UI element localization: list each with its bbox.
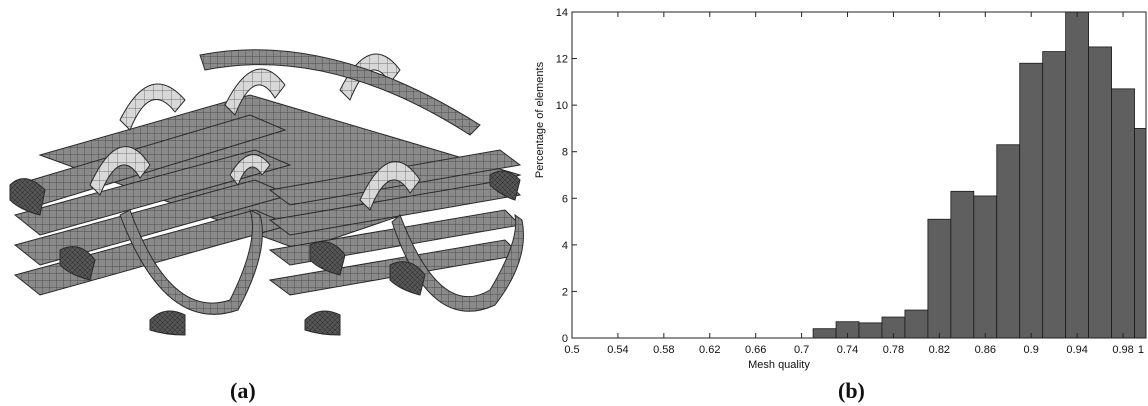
x-tick-label: 0.9 [1024, 344, 1039, 356]
y-tick-label: 4 [562, 240, 568, 252]
x-tick-label: 0.78 [883, 344, 904, 356]
x-tick-label: 0.66 [745, 344, 766, 356]
histogram-bar [1065, 11, 1090, 339]
x-tick-label: 0.54 [607, 344, 628, 356]
y-axis-label: Percentage of elements [534, 61, 546, 178]
plot-frame [571, 11, 1147, 339]
x-tick-label: 0.62 [699, 344, 720, 356]
histogram-bar [996, 144, 1021, 339]
panel-a-caption: (a) [230, 378, 256, 403]
y-tick-label: 8 [562, 147, 568, 159]
histogram-bar [858, 322, 883, 339]
woven-fabric-mesh-illustration [9, 49, 524, 336]
x-axis-label: Mesh quality [748, 359, 810, 371]
y-tick-label: 10 [556, 100, 568, 112]
panel-b-caption: (b) [838, 378, 865, 403]
y-tick-label: 12 [556, 54, 568, 66]
histogram-bar [904, 309, 929, 339]
histogram-bar [1042, 51, 1067, 339]
y-tick-label: 6 [562, 193, 568, 205]
x-tick-label: 0.82 [929, 344, 950, 356]
x-axis-ticks: 0.5 0.54 0.58 0.62 0.66 0.7 0.74 0.78 0.82 0.86 0.… [564, 12, 1147, 356]
histogram-bar [1134, 128, 1147, 339]
y-tick-label: 0 [562, 333, 568, 345]
x-tick-label: 0.5 [564, 344, 579, 356]
x-tick-label: 0.94 [1066, 344, 1087, 356]
histogram-bar [927, 218, 952, 339]
x-tick-label: 0.98 [1112, 344, 1133, 356]
x-tick-label: 0.7 [794, 344, 809, 356]
histogram-bar [1088, 46, 1112, 339]
mesh-quality-histogram: 0.5 0.54 0.58 0.62 0.66 0.7 0.74 0.78 0.82 0.86 0.… [534, 7, 1147, 371]
histogram-bar [973, 195, 998, 339]
x-tick-label: 1 [1138, 344, 1144, 356]
histogram-bar [1019, 62, 1044, 339]
histogram-bar [950, 190, 975, 339]
y-axis-ticks: 0 2 4 6 8 10 12 14 [556, 7, 577, 345]
y-tick-label: 2 [562, 286, 568, 298]
x-tick-label: 0.86 [975, 344, 996, 356]
histogram-bars [812, 11, 1147, 339]
histogram-bar [812, 328, 837, 339]
x-tick-label: 0.74 [837, 344, 858, 356]
histogram-bar [1111, 88, 1135, 339]
x-tick-label: 0.58 [653, 344, 674, 356]
y-tick-label: 14 [556, 7, 568, 19]
